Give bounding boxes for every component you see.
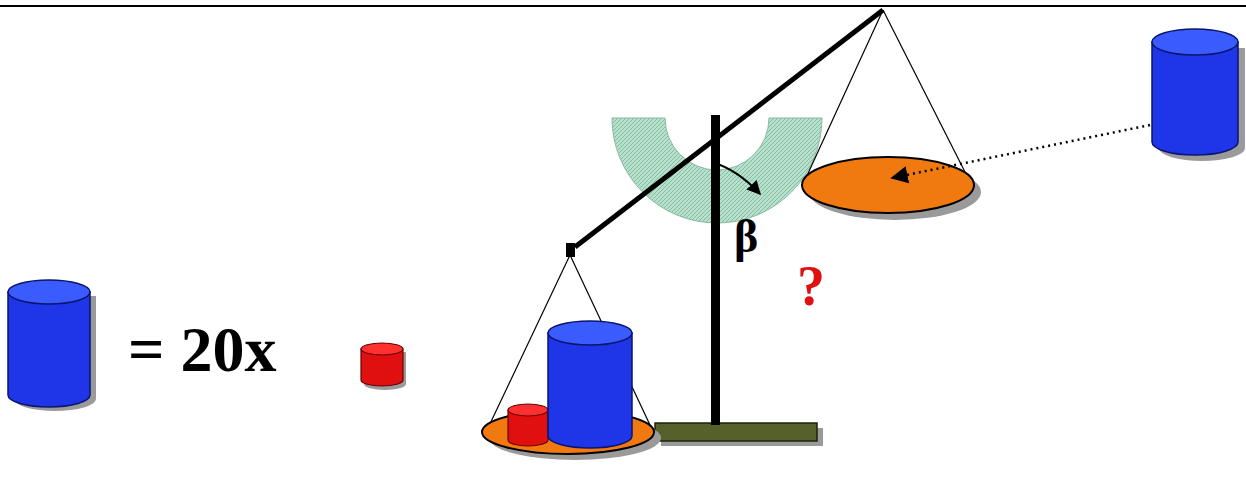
small-weight — [508, 404, 548, 446]
question-mark: ? — [797, 258, 825, 314]
large-weight — [1152, 29, 1245, 161]
angle-arrow — [712, 162, 760, 194]
angle-symbol: β — [734, 214, 758, 260]
large-weight — [8, 280, 96, 411]
top-rule — [0, 5, 1246, 7]
equation-label: = 20x — [128, 318, 276, 382]
large-weight — [548, 321, 632, 448]
move-path — [892, 125, 1150, 178]
small-weight — [361, 343, 406, 390]
scale-base — [655, 423, 817, 441]
